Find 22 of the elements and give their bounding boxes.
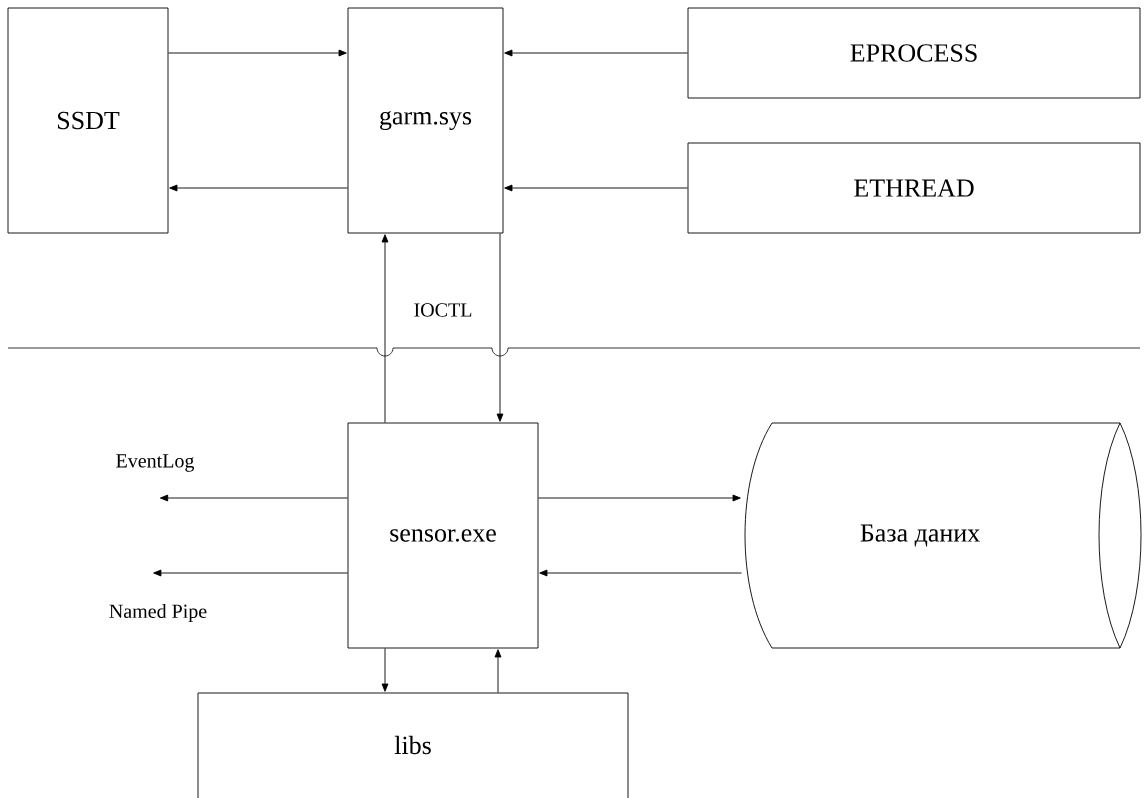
arrow xyxy=(381,648,389,692)
process-box: sensor.exe xyxy=(347,422,539,649)
process-box: libs xyxy=(197,692,629,798)
arrow xyxy=(168,49,347,57)
arrow xyxy=(381,234,389,423)
arrow xyxy=(153,569,348,577)
process-box: SSDT xyxy=(7,7,169,234)
process-box: garm.sys xyxy=(347,7,504,234)
arrow xyxy=(159,494,348,502)
process-box: EPROCESS xyxy=(687,7,1141,99)
arrow xyxy=(539,569,742,577)
process-box: ETHREAD xyxy=(687,142,1141,234)
database-cylinder: База даних xyxy=(744,422,1142,649)
layer-label: IOCTL xyxy=(414,303,472,317)
arrow xyxy=(504,184,688,192)
arrow xyxy=(538,494,741,502)
output-label: Named Pipe xyxy=(109,603,207,623)
output-label: EventLog xyxy=(116,454,195,472)
arrow xyxy=(494,649,502,693)
arrow xyxy=(504,49,688,57)
arrow xyxy=(169,184,348,192)
arrow xyxy=(496,233,504,422)
